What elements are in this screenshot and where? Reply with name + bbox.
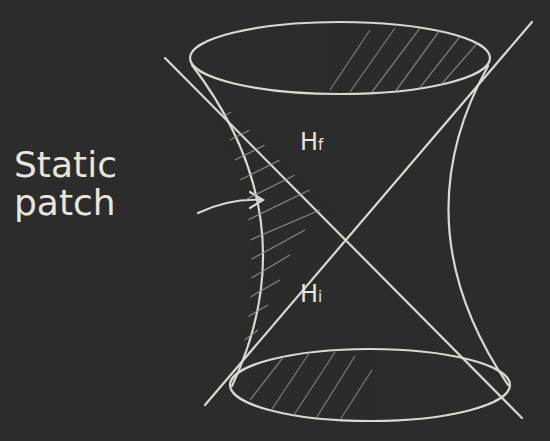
future-horizon	[165, 58, 522, 418]
right-hyperbola	[448, 66, 508, 385]
top-ellipse	[190, 22, 490, 94]
horizon-label: Hi	[300, 282, 322, 307]
top-hatching	[330, 28, 480, 92]
bottom-ellipse	[230, 349, 510, 421]
horizon-label: Hf	[300, 130, 323, 155]
left-hyperbola	[192, 65, 263, 386]
past-horizon	[205, 22, 532, 405]
patch-hatching	[215, 85, 330, 345]
bottom-hatching	[250, 352, 372, 420]
callout-label: Static patch	[14, 146, 154, 222]
